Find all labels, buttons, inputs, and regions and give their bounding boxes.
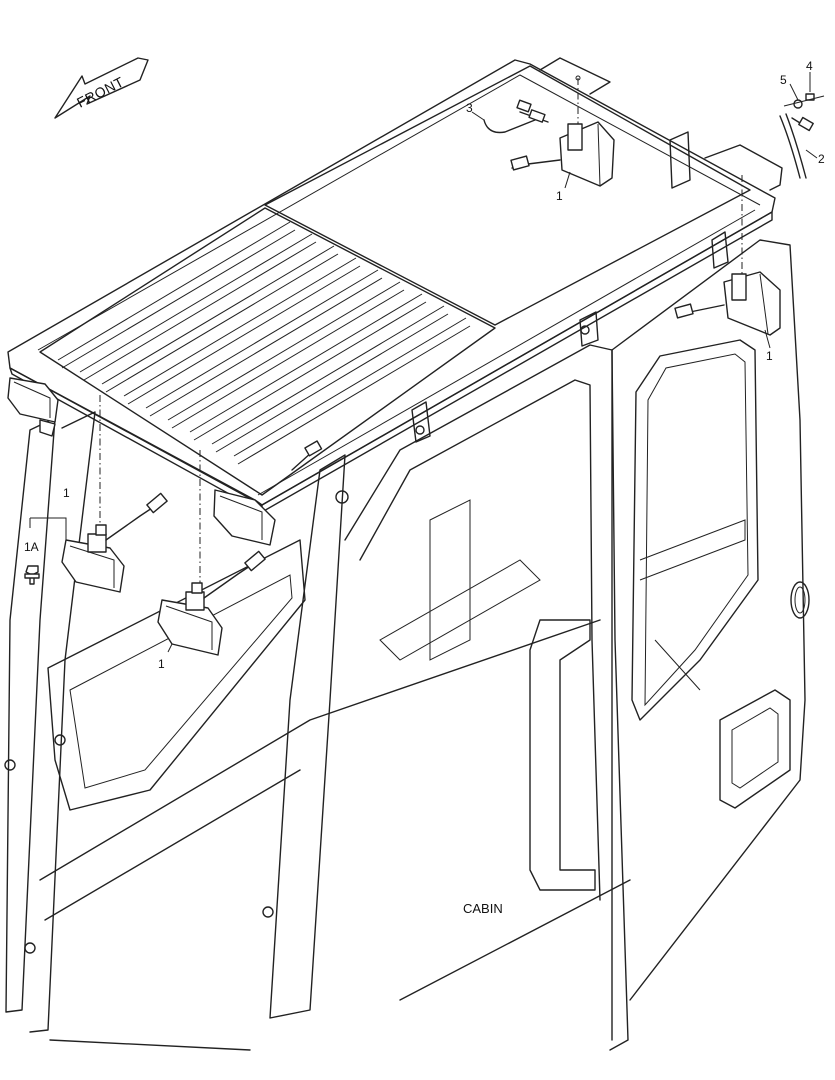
leader-lines [29,72,818,653]
callout-5: 5 [780,73,787,87]
callout-2: 2 [818,152,825,166]
work-lamp-front-upper-loose [61,395,168,593]
roof-frame [7,57,783,513]
wire-harness-2 [779,113,814,179]
washer-icon [793,99,803,109]
arrow-left-icon [54,57,149,119]
work-lamp-front-lower-loose [157,450,266,656]
callout-3: 3 [466,101,473,115]
callout-1-top: 1 [556,189,563,203]
section-label-cabin: CABIN [463,901,503,916]
work-lamp-front-left-mounted [7,377,59,437]
work-lamp-rear-top [510,75,615,187]
connector-center [291,440,323,471]
wire-harness-icon [483,119,536,134]
callouts: 1 1 1 1 1A 2 3 4 5 [24,59,825,671]
callout-1-lower: 1 [158,657,165,671]
front-arrow: FRONT [54,57,149,119]
callout-1A: 1A [24,540,39,554]
work-lamp-icon [61,539,125,593]
wire-harness-3 [483,99,549,134]
work-lamp-rear-side [674,175,781,336]
callout-1-right: 1 [766,349,773,363]
work-lamp-front-right-mounted [213,489,276,546]
bulb-1A [24,565,40,585]
cab-body [4,239,810,1051]
work-lamp-icon [157,599,223,656]
fastener-4-5 [783,93,825,109]
callout-1-left: 1 [63,486,70,500]
roof-louvers [57,221,471,465]
wire-harness-icon [779,115,801,179]
callout-4: 4 [806,59,813,73]
